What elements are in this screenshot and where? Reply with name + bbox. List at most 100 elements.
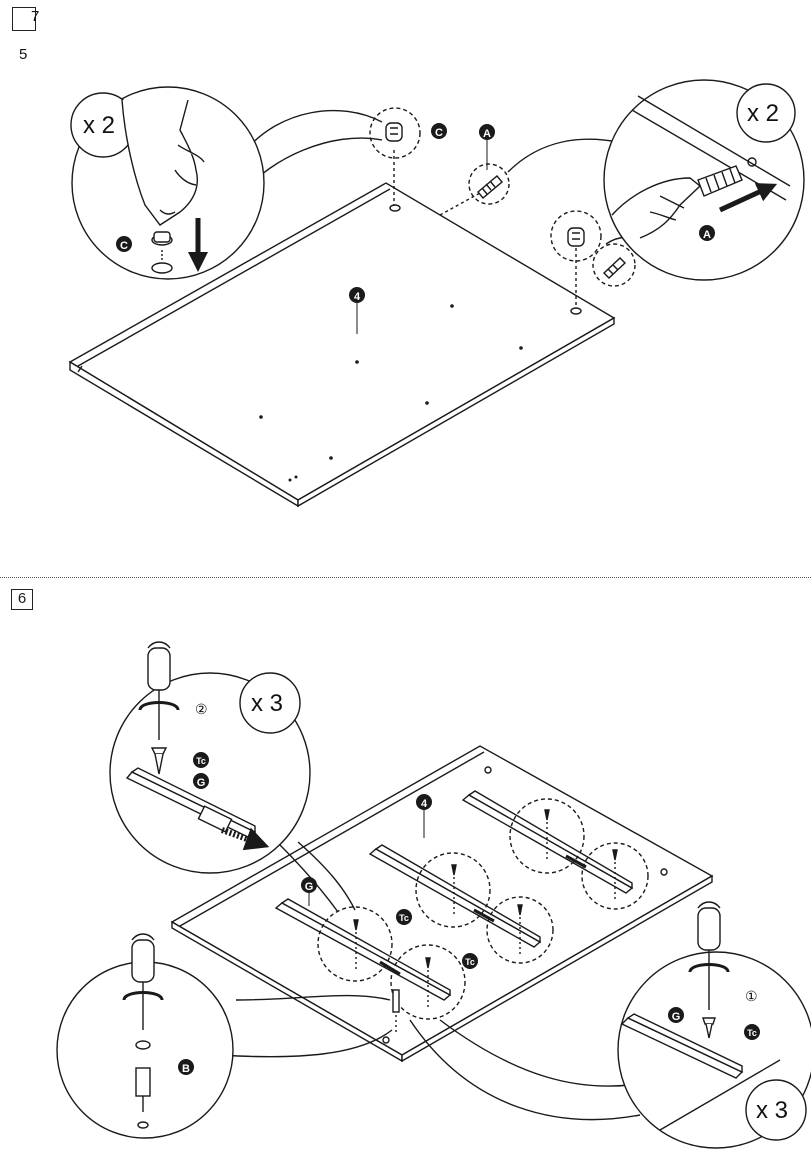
guide-dowel-left (439, 192, 481, 216)
panel-holes (259, 304, 523, 482)
callout-bl-tail (219, 1029, 393, 1058)
push-right-arrow (718, 183, 778, 213)
callout-right-part: A (703, 229, 711, 241)
drawer-rail-1 (274, 898, 452, 1001)
header-box (12, 7, 36, 31)
rotate-arrow-icon (688, 963, 730, 973)
callout-left-tail (245, 110, 383, 151)
zoom-screw-rail1-b (390, 944, 466, 1020)
callout-br-screw: Tc (747, 1028, 757, 1038)
part-badge-c-top: C (431, 123, 447, 139)
cam-bolt-b-icon (135, 1040, 151, 1129)
cam-in-hand-icon (151, 231, 173, 274)
board-hole (484, 766, 492, 774)
callout-tl-rail: G (197, 777, 206, 789)
step-5-number: 5 (19, 46, 28, 63)
zoom-screw-rail2-a (415, 852, 491, 928)
tc-badge-callout-br: Tc (744, 1024, 760, 1040)
tc-label: Tc (399, 913, 409, 923)
panel-4-badge: 4 (349, 287, 365, 303)
cam-bolt-icon (392, 989, 400, 1035)
callout-right-tail (507, 138, 619, 173)
part-badge-a-top: A (479, 124, 495, 140)
order-2-text: ② (195, 701, 208, 717)
zoom-circle-cam-top (369, 107, 421, 159)
screw-tc-icon (150, 747, 168, 775)
board-edge-line (637, 95, 791, 187)
rail-g-label: G (305, 881, 314, 893)
screwdriver-icon (131, 933, 155, 1030)
screwdriver-icon (697, 901, 721, 1010)
dowel-icon (477, 175, 503, 199)
hand-inserting-cam-icon (121, 99, 205, 226)
b-badge-callout-bl: B (178, 1059, 194, 1075)
screwdriver-icon (147, 641, 171, 740)
panel-4-board-step6 (170, 745, 714, 1063)
step-divider (0, 577, 811, 578)
zoom-screw-rail3-b (581, 842, 649, 910)
part-c-label: C (435, 127, 443, 139)
multiplier-br-text: x 3 (756, 1097, 788, 1124)
multiplier-right-text: x 2 (747, 100, 779, 127)
cam-hole-right (570, 307, 582, 315)
callout-left-tail-b (245, 137, 383, 191)
zoom-screw-rail1-a (317, 906, 393, 982)
multiplier-badge-br (745, 1079, 807, 1141)
g-badge-callout-br: G (668, 1007, 684, 1023)
board-hole (382, 1036, 390, 1044)
dowel-in-hand-icon (697, 165, 743, 197)
part-badge-a-callout: A (699, 225, 715, 241)
callout-bl-tail-b (235, 994, 391, 1001)
panel-4-label: 4 (354, 291, 361, 303)
callout-left-part: C (120, 240, 128, 252)
multiplier-tl-text: x 3 (251, 690, 283, 717)
part-badge-c-callout: C (116, 236, 132, 252)
callout-br-rail: G (672, 1011, 681, 1023)
tc-badge-rail1b: Tc (462, 953, 478, 969)
board-edge-line (659, 1059, 781, 1131)
multiplier-left-text: x 2 (83, 112, 115, 139)
rotate-arrow-icon (122, 991, 164, 1001)
step-6-illustration (56, 641, 811, 1149)
panel-4-label-step6: 4 (421, 798, 428, 810)
multiplier-badge-right (736, 83, 796, 143)
zoom-circle-dowel-right (592, 243, 636, 287)
zoom-circle-dowel-top (468, 163, 510, 205)
cam-lock-icon (385, 122, 403, 142)
rail-g-badge: G (301, 877, 317, 893)
callout-br-tail-b (409, 1019, 641, 1121)
tc-badge-callout-tl: Tc (193, 752, 209, 768)
tc-badge-rail1a: Tc (396, 909, 412, 925)
panel-4-board (68, 182, 616, 508)
step-6-box: 6 (11, 589, 33, 610)
order-1-text: ① (745, 988, 758, 1004)
screw-tc-icon (702, 1017, 716, 1039)
step-6-labels: x 3 x 3 ② ① 4 G Tc Tc Tc (178, 690, 788, 1124)
callout-tl-screw: Tc (196, 756, 206, 766)
callout-br-tail (439, 1019, 631, 1087)
step-5-labels: x 2 x 2 C A C A 4 (83, 100, 779, 303)
drawer-rail-2 (368, 844, 542, 948)
tc-label: Tc (465, 957, 475, 967)
cam-lock-icon (567, 227, 585, 247)
edge-hole (747, 157, 757, 167)
panel-4-badge-step6: 4 (416, 794, 432, 810)
board-hole (660, 868, 668, 876)
rotate-arrow-icon (138, 701, 180, 711)
zoom-screw-rail2-b (486, 896, 554, 964)
callout-bl-part: B (182, 1063, 190, 1075)
g-badge-callout-tl: G (193, 773, 209, 789)
header-box-number: 7 (31, 8, 40, 25)
callout-bottom-left-bubble (56, 961, 234, 1139)
cam-hole-left (389, 204, 401, 212)
part-a-label: A (483, 128, 491, 140)
dowel-icon (602, 257, 627, 279)
rail-g-detail (620, 1013, 744, 1079)
hand-inserting-dowel-icon (611, 177, 702, 239)
zoom-screw-rail3-a (509, 798, 585, 874)
callout-tl-tail (297, 841, 356, 911)
screw-icons (353, 809, 618, 1010)
rail-g-detail (125, 767, 257, 839)
